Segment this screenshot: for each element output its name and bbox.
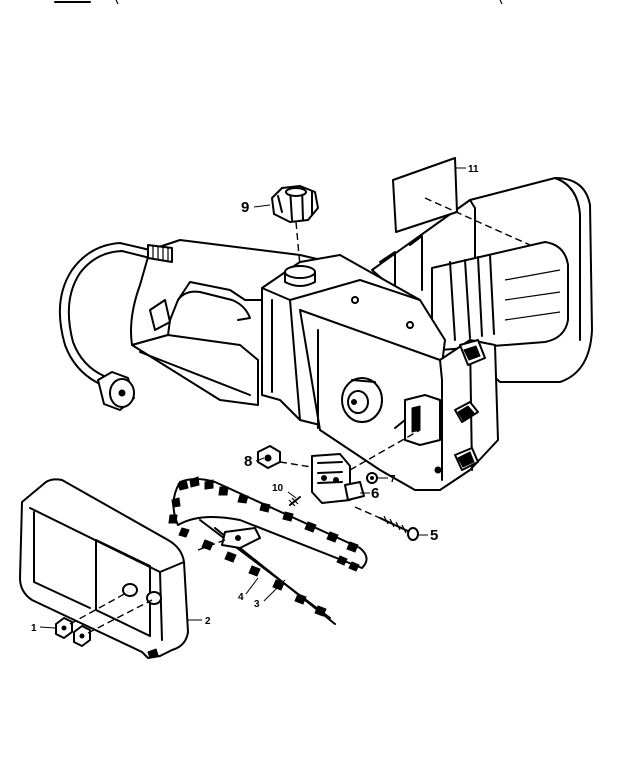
callout-4: 4 [238, 592, 244, 603]
part-clip [255, 445, 331, 471]
callout-8: 8 [244, 453, 252, 470]
part-guide-bar [197, 527, 261, 595]
motor-housing [371, 177, 593, 383]
callout-11: 11 [468, 164, 479, 175]
part-tensioner-plate [311, 429, 421, 504]
callout-6: 6 [371, 485, 379, 502]
callout-9: 9 [241, 199, 249, 216]
callout-1: 1 [31, 623, 37, 634]
chain-teeth [168, 476, 360, 617]
part-label [392, 157, 531, 246]
plug [97, 371, 135, 411]
part-bolt [354, 506, 428, 541]
callout-labels: 1 2 3 4 5 6 7 8 9 10 11 [31, 164, 479, 634]
part-small-screw [287, 491, 301, 507]
callout-10: 10 [272, 483, 284, 494]
callout-2: 2 [205, 616, 211, 627]
part-sprocket-cover [19, 478, 202, 659]
part-nuts [39, 591, 153, 647]
part-washer [366, 472, 388, 484]
power-cord [58, 242, 173, 385]
callout-7: 7 [390, 474, 396, 485]
callout-3: 3 [254, 599, 260, 610]
part-oil-cap [253, 185, 319, 267]
callout-5: 5 [430, 527, 438, 544]
saw-body [130, 239, 499, 491]
top-edge-marks [54, 0, 503, 5]
part-saw-chain [168, 476, 368, 625]
